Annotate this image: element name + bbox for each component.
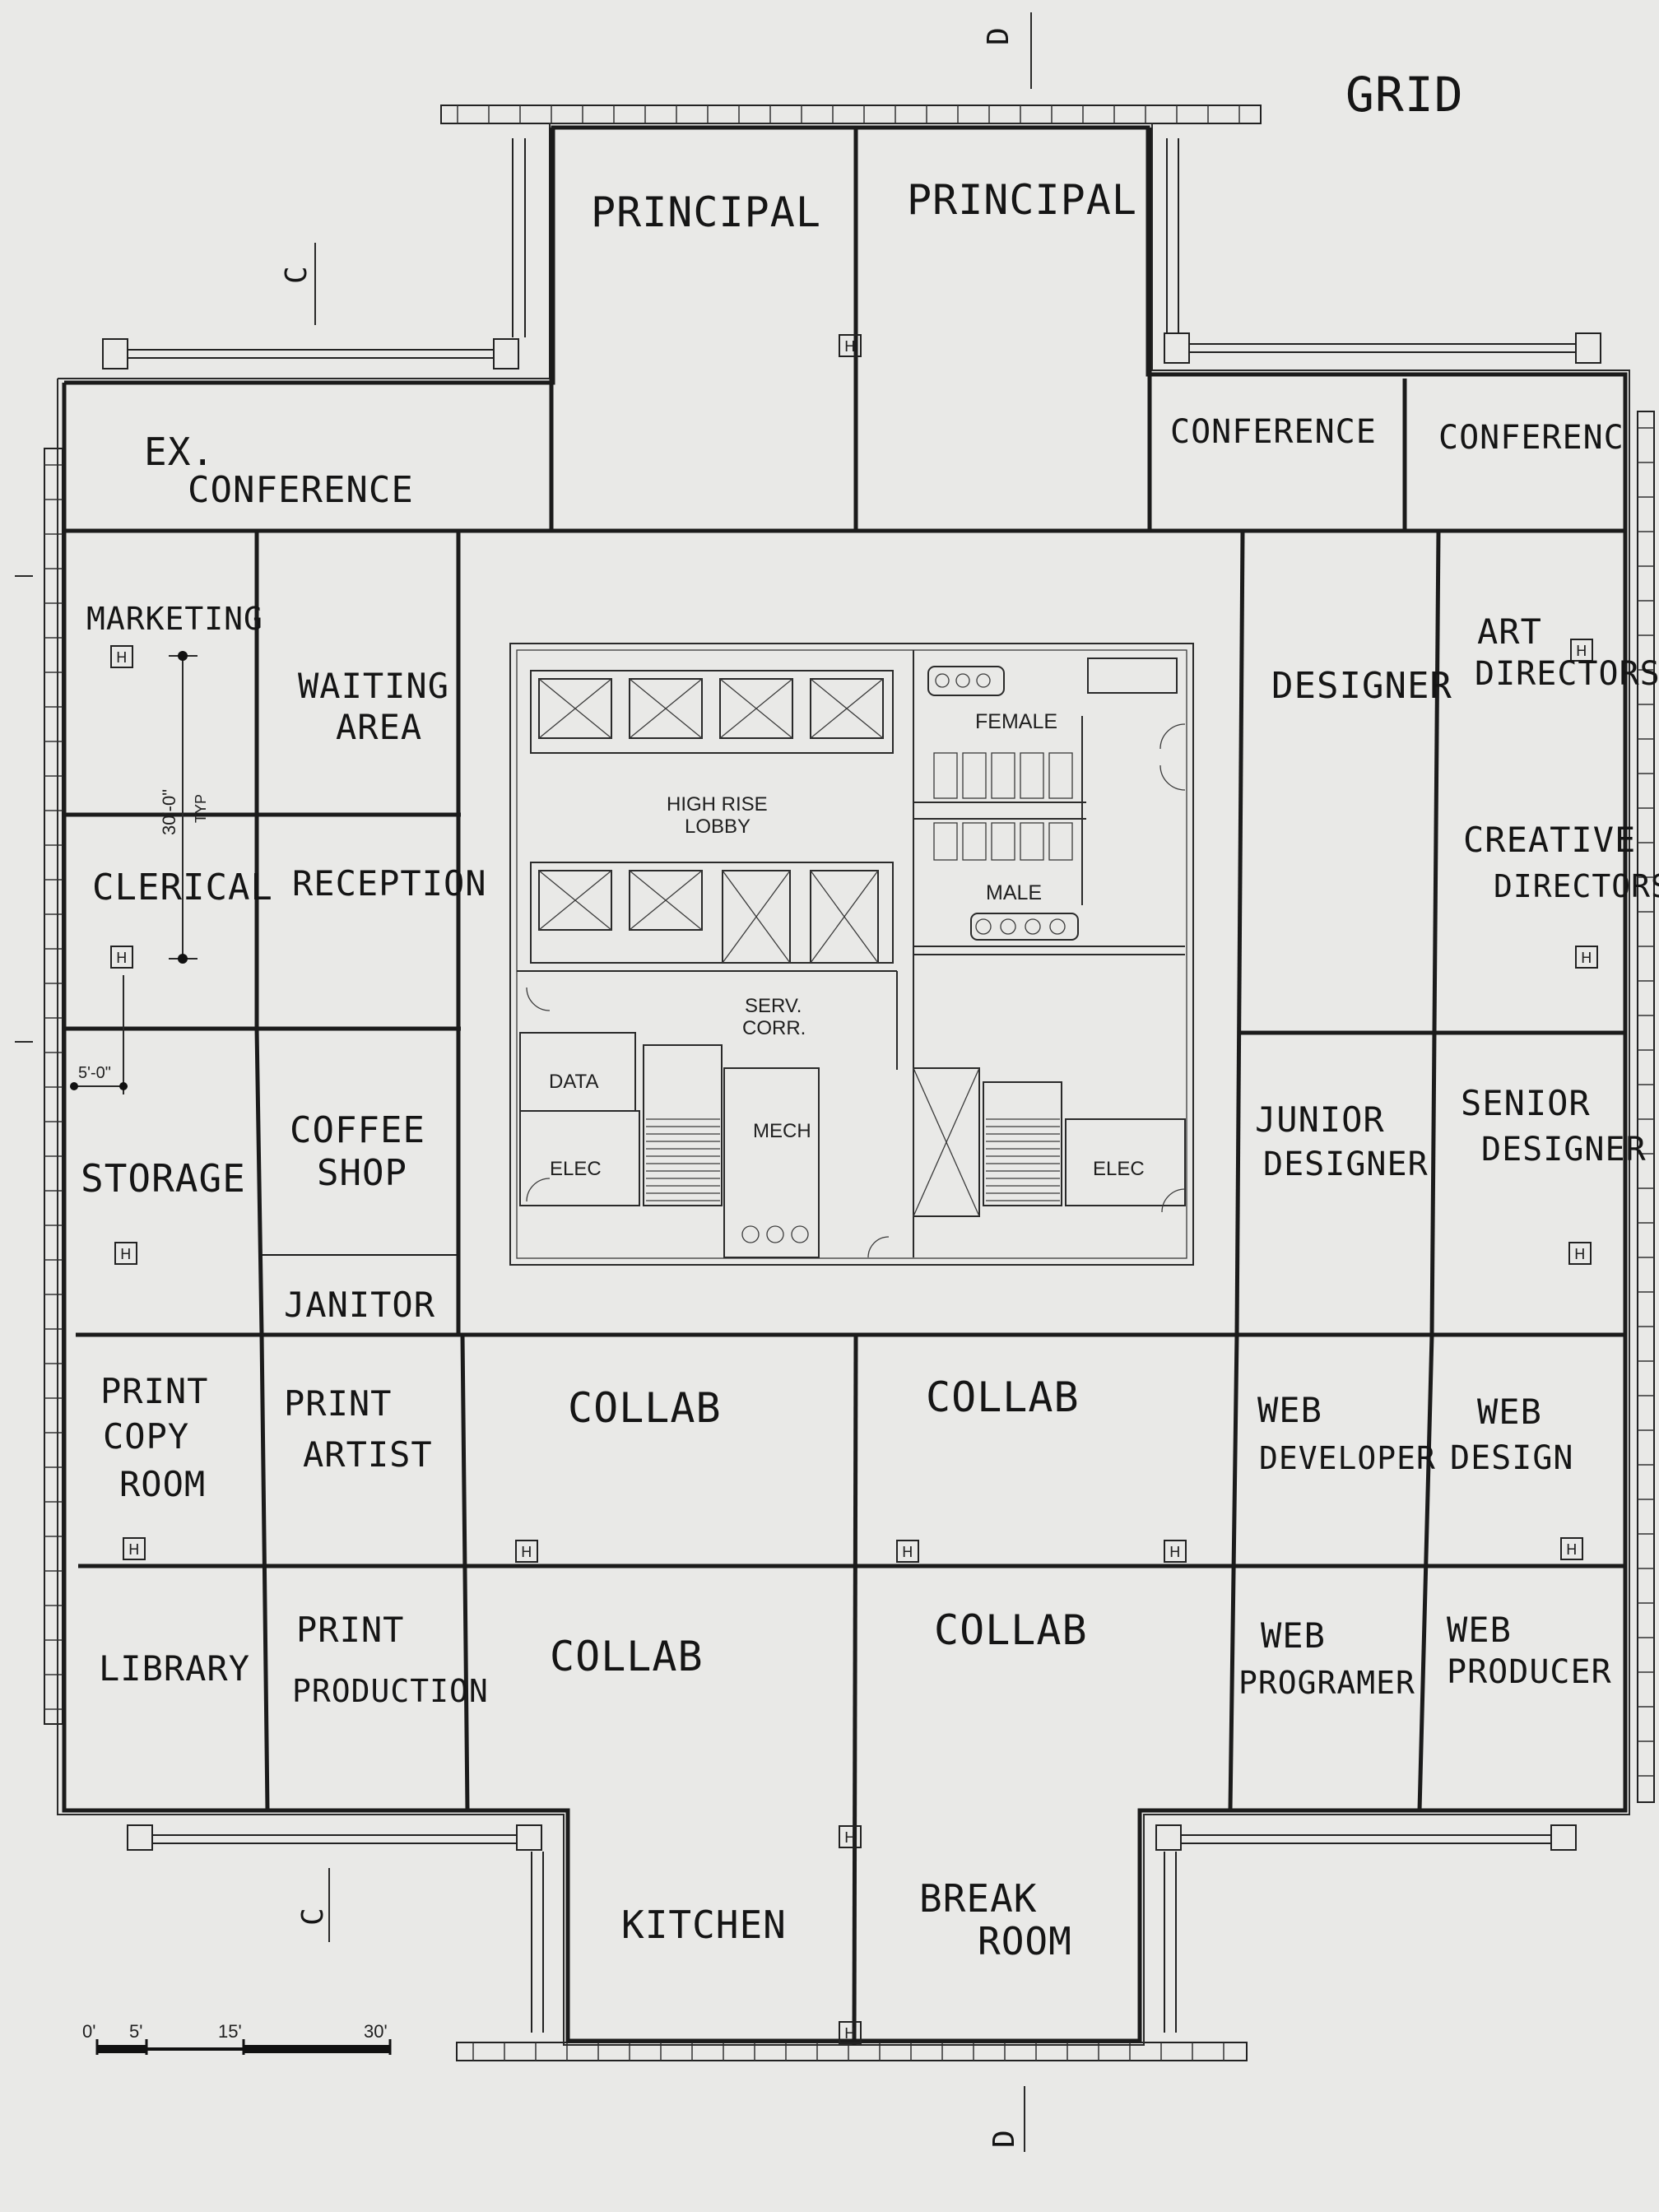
serv-corr-label-2: CORR. (742, 1017, 806, 1039)
room-clerical: CLERICAL (92, 867, 273, 908)
svg-text:H: H (1574, 1246, 1586, 1263)
room-coffee-shop-line-1: COFFEE (290, 1109, 425, 1151)
dimension-lines: 30'-0" TYP 5'-0" (15, 575, 209, 1094)
svg-text:H: H (844, 2025, 856, 2042)
svg-text:H: H (1581, 950, 1592, 967)
room-web-programer-line-1: WEB (1261, 1615, 1326, 1656)
svg-text:H: H (1576, 643, 1587, 660)
room-coffee-shop-line-2: SHOP (317, 1152, 407, 1194)
room-collab-3: COLLAB (550, 1633, 704, 1680)
serv-corr-label-1: SERV. (745, 995, 802, 1017)
room-print-copy-line-3: ROOM (119, 1464, 206, 1504)
svg-text:D: D (982, 26, 1015, 45)
room-senior-designer-line-2: DESIGNER (1481, 1131, 1647, 1169)
room-principal-left: PRINCIPAL (591, 188, 821, 236)
building-shell (44, 105, 1655, 2061)
svg-text:H: H (844, 1829, 856, 1847)
room-waiting-area-line-1: WAITING (298, 666, 449, 706)
room-web-producer-line-2: PRODUCER (1447, 1653, 1612, 1691)
svg-text:C: C (280, 265, 314, 284)
room-waiting-area-line-2: AREA (336, 707, 422, 747)
room-conference-1: CONFERENCE (1170, 413, 1377, 451)
core-labels: FEMALE HIGH RISE LOBBY MALE SERV. CORR. … (549, 710, 1145, 1180)
room-art-directors-line-2: DIRECTORS (1475, 655, 1659, 693)
room-print-artist-line-1: PRINT (284, 1383, 392, 1424)
svg-text:H: H (116, 950, 128, 967)
svg-text:H: H (1566, 1541, 1578, 1559)
room-kitchen: KITCHEN (621, 1903, 787, 1947)
grid-spacing-dimension: 30'-0" (159, 789, 179, 835)
room-reception: RECEPTION (292, 863, 487, 904)
scale-bar: 0' 5' 15' 30' (82, 2021, 392, 2055)
room-principal-right: PRINCIPAL (907, 176, 1137, 224)
room-creative-directors-line-2: DIRECTORS (1494, 868, 1659, 904)
room-web-developer-line-2: DEVELOPER (1259, 1440, 1436, 1476)
high-rise-lobby-label-2: LOBBY (685, 816, 750, 838)
female-restroom-label: FEMALE (975, 710, 1057, 733)
svg-text:D: D (988, 2129, 1021, 2148)
room-junior-designer-line-2: DESIGNER (1263, 1146, 1429, 1183)
room-collab-4: COLLAB (934, 1606, 1088, 1654)
column-markers: H H H H H H H H H H H H H H (110, 334, 1598, 2044)
data-room-label: DATA (549, 1071, 598, 1093)
mullion-dimension: 5'-0" (78, 1064, 111, 1082)
scale-label-0: 0' (82, 2021, 95, 2042)
room-web-design-line-1: WEB (1477, 1392, 1542, 1432)
room-web-producer-line-1: WEB (1447, 1610, 1512, 1650)
room-break-room-line-1: BREAK (919, 1876, 1037, 1921)
room-web-developer-line-1: WEB (1257, 1390, 1322, 1430)
room-ex-conference-line-1: EX. (144, 430, 215, 474)
room-ex-conference-line-2: CONFERENCE (188, 469, 414, 511)
room-creative-directors-line-1: CREATIVE (1463, 820, 1636, 860)
section-marker-top: D (982, 12, 1032, 89)
room-print-copy-line-1: PRINT (100, 1371, 208, 1411)
room-conference-2: CONFERENC (1438, 419, 1624, 457)
high-rise-lobby-label-1: HIGH RISE (667, 793, 768, 816)
mech-room-label: MECH (753, 1120, 811, 1142)
svg-text:H: H (116, 649, 128, 667)
room-collab-1: COLLAB (568, 1384, 722, 1432)
elec-right-label: ELEC (1093, 1158, 1145, 1180)
scale-label-5: 5' (129, 2021, 142, 2042)
room-junior-designer-line-1: JUNIOR (1255, 1099, 1385, 1140)
svg-text:H: H (902, 1544, 913, 1561)
room-senior-designer-line-1: SENIOR (1461, 1083, 1591, 1123)
room-janitor: JANITOR (284, 1285, 435, 1325)
room-print-artist-line-2: ARTIST (303, 1434, 433, 1475)
svg-text:H: H (120, 1246, 132, 1263)
room-print-production-line-2: PRODUCTION (292, 1673, 489, 1709)
room-labels: PRINCIPAL PRINCIPAL EX. CONFERENCE CONFE… (81, 176, 1659, 1963)
section-marker-bottom: D (988, 2086, 1025, 2152)
room-storage: STORAGE (81, 1156, 246, 1201)
room-web-programer-line-2: PROGRAMER (1238, 1665, 1415, 1701)
svg-text:H: H (844, 338, 856, 356)
office-partitions (64, 128, 1625, 2046)
svg-text:C: C (296, 1907, 330, 1926)
svg-text:H: H (1169, 1544, 1181, 1561)
room-library: LIBRARY (99, 1648, 250, 1689)
section-marker-left-bottom: C (296, 1868, 330, 1942)
elec-left-label: ELEC (550, 1158, 602, 1180)
room-web-design-line-2: DESIGN (1450, 1439, 1574, 1477)
room-designer: DESIGNER (1271, 665, 1452, 707)
room-marketing: MARKETING (86, 601, 263, 637)
scale-label-15: 15' (218, 2021, 242, 2042)
room-art-directors-line-1: ART (1477, 611, 1542, 652)
grid-title: GRID (1345, 67, 1464, 123)
typ-note: TYP (193, 794, 209, 823)
svg-text:H: H (128, 1541, 140, 1559)
building-core (509, 643, 1194, 1266)
scale-label-30: 30' (364, 2021, 388, 2042)
male-restroom-label: MALE (986, 881, 1042, 904)
room-collab-2: COLLAB (926, 1373, 1080, 1421)
svg-text:H: H (521, 1544, 532, 1561)
room-break-room-line-2: ROOM (978, 1919, 1072, 1963)
section-marker-left-top: C (280, 243, 316, 325)
room-print-copy-line-2: COPY (103, 1416, 189, 1457)
room-print-production-line-1: PRINT (296, 1610, 404, 1650)
